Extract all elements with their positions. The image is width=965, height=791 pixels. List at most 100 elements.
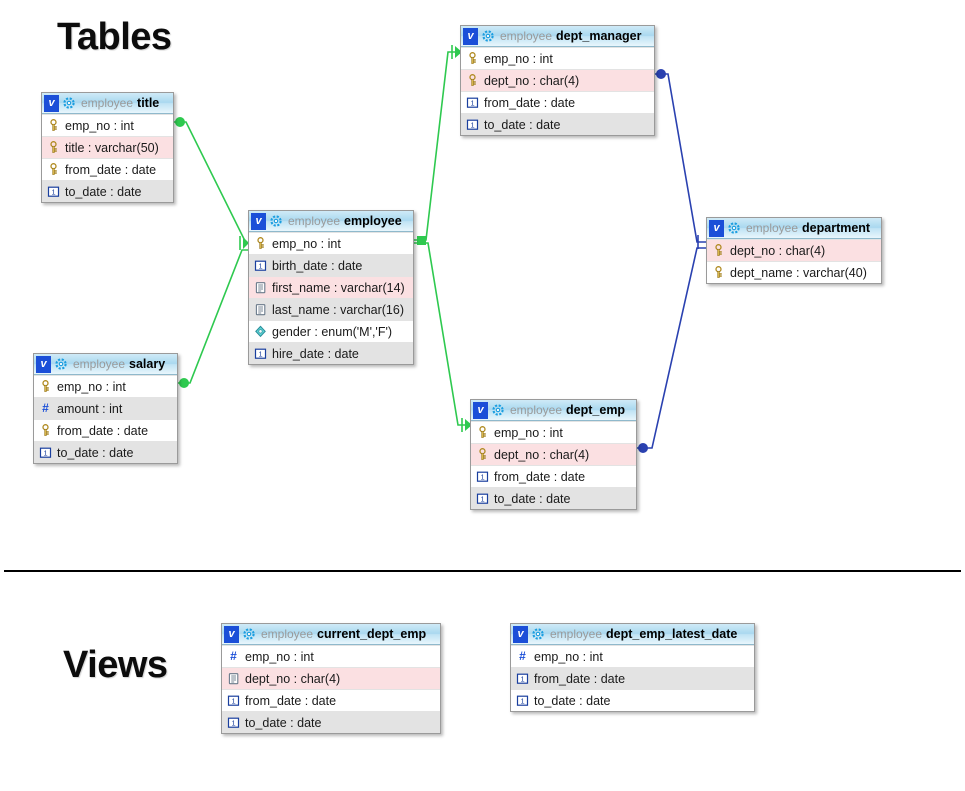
column-row[interactable]: last_name : varchar(16) [249,298,413,320]
date-icon: 1 [254,347,267,360]
date-icon: 1 [466,96,479,109]
key-icon [466,52,479,65]
column-label: emp_no : int [245,649,314,664]
gear-icon [482,30,494,42]
column-label: first_name : varchar(14) [272,280,405,295]
svg-text:#: # [42,402,49,415]
date-icon: 1 [227,694,240,707]
section-heading-tables: Tables [57,16,172,58]
link-employee-dept-emp [414,242,472,432]
entity-name-label: current_dept_emp [317,627,427,641]
column-row[interactable]: # amount : int [34,397,177,419]
column-row[interactable]: dept_no : char(4) [222,667,440,689]
svg-text:1: 1 [258,349,262,358]
key-icon [712,266,725,279]
svg-text:1: 1 [51,187,55,196]
entity-name-label: employee [344,214,402,228]
key-icon [47,141,60,154]
text-icon [227,672,240,685]
column-row[interactable]: dept_no : char(4) [471,443,636,465]
link-dept-emp-department [637,247,707,453]
column-label: emp_no : int [494,425,563,440]
column-row[interactable]: # emp_no : int [511,645,754,667]
gear-icon [532,628,544,640]
column-row[interactable]: emp_no : int [42,114,173,136]
link-salary-employee [178,249,258,388]
link-title-employee [174,117,258,250]
column-row[interactable]: emp_no : int [471,421,636,443]
enum-icon [254,325,267,338]
column-label: dept_no : char(4) [730,243,826,258]
column-row[interactable]: dept_name : varchar(40) [707,261,881,283]
column-row[interactable]: #emp_no : int [222,645,440,667]
link-dept-manager-department [655,69,707,249]
column-label: last_name : varchar(16) [272,302,405,317]
column-label: title : varchar(50) [65,140,159,155]
column-row[interactable]: emp_no : int [249,232,413,254]
view-badge-icon: v [251,212,266,230]
entity-name-label: salary [129,357,166,371]
svg-text:1: 1 [520,696,524,705]
column-row[interactable]: emp_no : int [34,375,177,397]
column-row[interactable]: dept_no : char(4) [461,69,654,91]
column-row[interactable]: gender : enum('M','F') [249,320,413,342]
column-row[interactable]: from_date : date [42,158,173,180]
svg-text:#: # [519,650,526,663]
view-badge-icon: v [513,625,528,643]
link-employee-dept-manager [414,45,462,245]
svg-text:1: 1 [231,718,235,727]
column-label: to_date : date [57,445,134,460]
column-label: emp_no : int [484,51,553,66]
column-row[interactable]: emp_no : int [461,47,654,69]
svg-text:1: 1 [480,494,484,503]
date-icon: 1 [254,259,267,272]
column-label: amount : int [57,401,123,416]
key-icon [476,426,489,439]
date-icon: 1 [476,470,489,483]
date-icon: 1 [466,118,479,131]
column-row[interactable]: dept_no : char(4) [707,239,881,261]
column-row[interactable]: title : varchar(50) [42,136,173,158]
column-row[interactable]: first_name : varchar(14) [249,276,413,298]
numeric-icon: # [516,649,529,663]
svg-text:1: 1 [231,696,235,705]
column-label: emp_no : int [534,649,603,664]
column-label: dept_name : varchar(40) [730,265,867,280]
entity-name-label: dept_manager [556,29,642,43]
key-icon [712,244,725,257]
gear-icon [63,97,75,109]
entity-schema-label: employee [288,214,341,228]
view-badge-icon: v [224,625,239,643]
column-label: from_date : date [65,162,157,177]
key-icon [47,163,60,176]
column-row[interactable]: from_date : date [34,419,177,441]
